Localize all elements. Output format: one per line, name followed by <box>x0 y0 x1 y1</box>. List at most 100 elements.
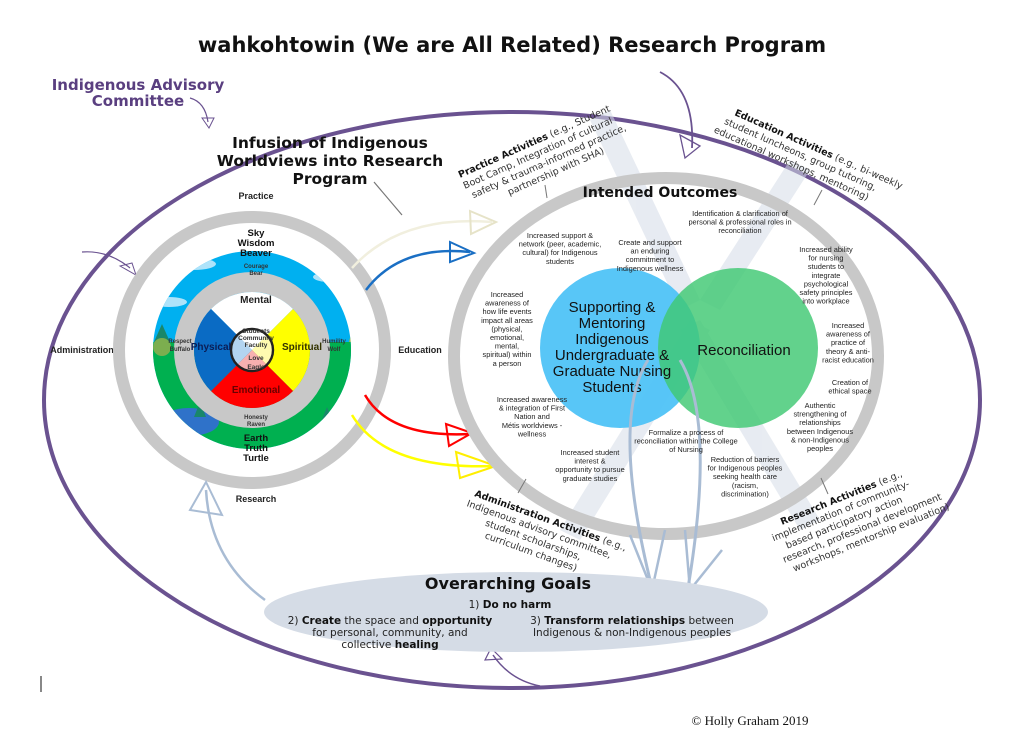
cloud-icon <box>313 272 345 282</box>
svg-text:Program: Program <box>292 170 367 188</box>
outcome-line: Creation of <box>832 378 869 387</box>
outcome-line: awareness of <box>826 330 871 339</box>
overarching-goals-ellipse <box>264 572 768 652</box>
sky-label: Sky <box>248 228 266 239</box>
direction-practice: Practice <box>238 191 273 201</box>
outcome-line: Reduction of barriers <box>711 455 780 464</box>
outcome-line: wellness <box>517 429 547 438</box>
goals-to-wheel-arrow <box>204 489 266 602</box>
outcome-line: students to <box>808 262 844 271</box>
cloud-icon <box>172 258 216 270</box>
svg-text:Indigenous Advisory: Indigenous Advisory <box>52 76 225 94</box>
outcome-line: network (peer, academic, <box>519 240 602 249</box>
svg-text:Bear: Bear <box>249 271 263 277</box>
quadrant-physical <box>194 292 252 408</box>
outcome-roles-reconciliation: Identification & clarification ofpersona… <box>688 209 791 235</box>
quadrant-label-mental: Mental <box>240 295 272 306</box>
svg-text:Eagle: Eagle <box>247 364 265 371</box>
outcome-line: safety principles <box>800 288 853 297</box>
center-label: Students <box>242 328 270 335</box>
outcome-line: personal & professional roles in <box>688 218 791 227</box>
page-title: wahkohtowin (We are All Related) Researc… <box>198 33 826 57</box>
outcome-support-network: Increased support &network (peer, academ… <box>519 231 602 266</box>
goal-3: 3) Transform relationships between Indig… <box>530 615 734 639</box>
outcome-line: (racism, <box>732 481 758 490</box>
outcome-line: into workplace <box>802 297 849 306</box>
outcome-line: relationships <box>799 418 841 427</box>
outcome-line: students <box>546 257 574 266</box>
quadrant-emotional <box>194 350 310 408</box>
goals-to-wheel-arrowhead-icon <box>188 479 224 517</box>
outcome-line: Increased ability <box>799 245 853 254</box>
svg-text:Indigenous: Indigenous <box>575 331 648 348</box>
svg-text:collective healing: collective healing <box>341 639 438 651</box>
outcome-line: Nation and <box>514 412 550 421</box>
outcome-line: seeking health care <box>713 472 777 481</box>
outcome-line: commitment to <box>626 255 674 264</box>
quadrant-mental <box>194 292 310 350</box>
outcome-line: emotional, <box>490 333 524 342</box>
blue-flow-arrow <box>365 249 471 291</box>
outcome-line: graduate studies <box>563 474 618 483</box>
overarching-goals-heading: Overarching Goals <box>425 574 591 593</box>
sun-icon <box>298 251 320 265</box>
teachings-gray-ring <box>174 272 330 428</box>
svg-text:Beaver: Beaver <box>240 248 272 259</box>
copyright: © Holly Graham 2019 <box>691 713 808 728</box>
outcome-line: Create and support <box>618 238 681 247</box>
outcome-line: how life events <box>483 307 532 316</box>
center-circle <box>229 327 275 373</box>
outcome-line: Increased <box>832 321 864 330</box>
east-teaching: Humility <box>322 339 346 345</box>
quadrant-label-emotional: Emotional <box>232 385 281 396</box>
goal-1: 1) Do no harm <box>469 599 552 611</box>
white-arrowhead-icon <box>468 209 499 236</box>
red-flow-arrow <box>363 394 471 436</box>
svg-text:Students: Students <box>582 379 641 396</box>
cloud-icon <box>153 297 187 307</box>
flow-arrows <box>350 209 500 480</box>
outcome-line: Identification & clarification of <box>692 209 789 218</box>
outcome-line: psychological <box>804 279 849 288</box>
outer-gray-ring <box>113 211 391 489</box>
outcome-line: mental, <box>495 342 519 351</box>
west-teaching: Respect <box>168 339 191 345</box>
advisory-committee-label: Indigenous Advisory Committee <box>52 76 225 110</box>
outcome-line: strengthening of <box>793 410 847 419</box>
yellow-arrowhead-icon <box>454 450 500 480</box>
blue-arrowhead-icon <box>449 240 477 264</box>
svg-text:Undergraduate &: Undergraduate & <box>555 347 669 364</box>
left-arrowhead-icon <box>118 262 137 277</box>
svg-text:Worldviews into Research: Worldviews into Research <box>217 152 443 170</box>
svg-text:Raven: Raven <box>247 422 265 428</box>
left-feedback-arrow <box>81 251 131 269</box>
outcome-line: discrimination) <box>721 489 769 498</box>
outcome-line: Increased awareness <box>497 395 568 404</box>
svg-text:Mentoring: Mentoring <box>579 315 646 332</box>
venn-circle-reconciliation <box>658 268 818 428</box>
outcome-line: theory & anti- <box>826 347 870 356</box>
education-activities: Education Activities (e.g., bi-weekly st… <box>712 108 904 204</box>
outcome-labels: Increased support &network (peer, academ… <box>481 209 874 498</box>
svg-text:3) Transform relationships bet: 3) Transform relationships between <box>530 615 734 627</box>
svg-text:Truth: Truth <box>244 443 268 454</box>
svg-text:for personal, community, and: for personal, community, and <box>312 627 467 639</box>
north-teaching: Courage <box>244 264 269 270</box>
center-lower-label: Love <box>248 355 264 362</box>
outcome-line: Increased support & <box>527 231 593 240</box>
outcome-line: & non-Indigenous <box>791 435 849 444</box>
tree-icon <box>349 320 351 342</box>
outcome-line: Métis worldviews - <box>502 421 563 430</box>
outcome-line: of Nursing <box>669 445 703 454</box>
svg-text:Indigenous & non-Indigenous pe: Indigenous & non-Indigenous peoples <box>533 627 731 639</box>
svg-text:Wolf: Wolf <box>328 347 342 353</box>
intended-outcomes-heading: Intended Outcomes <box>583 185 738 201</box>
outcome-line: Formalize a process of <box>649 428 725 437</box>
outcome-line: reconciliation within the College <box>634 437 738 446</box>
svg-text:2) Create the space and opport: 2) Create the space and opportunity <box>288 615 493 627</box>
svg-text:Buffalo: Buffalo <box>170 347 191 353</box>
